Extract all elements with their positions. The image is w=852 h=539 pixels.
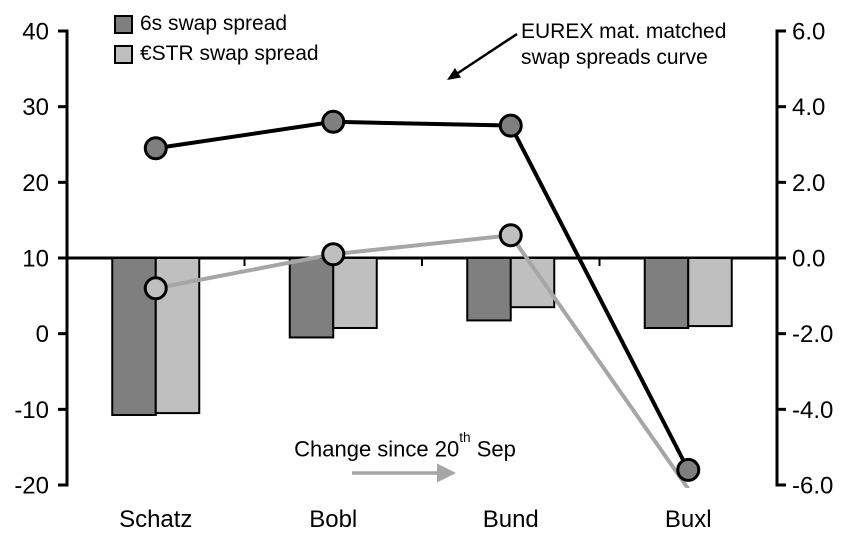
bar-str-swap-spread-change-buxl <box>687 257 733 328</box>
change-annotation-suffix: Sep <box>470 436 516 462</box>
annotation-arrows-layer <box>352 32 518 483</box>
right-axis-tick-label: 2.0 <box>792 170 825 197</box>
category-label-bund: Bund <box>483 506 539 533</box>
marker-str-swap-spread-curve-bund <box>498 223 523 248</box>
right-axis-tick-label: 0.0 <box>792 246 825 273</box>
right-axis-tick-label: -2.0 <box>792 321 833 348</box>
curve-annotation-line1: EUREX mat. matched <box>521 20 727 43</box>
legend-item-6s-swap-spread: 6s swap spread <box>114 13 319 35</box>
line-6s-swap-spread-curve <box>155 119 691 471</box>
legend-label-6s: 6s swap spread <box>140 12 288 35</box>
change-annotation: Change since 20th Sep <box>285 430 525 462</box>
bar-str-swap-spread-change-bobl <box>332 257 378 329</box>
category-label-schatz: Schatz <box>119 506 192 533</box>
category-label-bobl: Bobl <box>309 506 357 533</box>
right-axis-tick-label: 4.0 <box>792 94 825 121</box>
left-axis-tick-label: 10 <box>22 246 49 273</box>
right-axis-tick-label: -4.0 <box>792 397 833 424</box>
legend-label-estr: €STR swap spread <box>140 42 319 65</box>
left-axis-tick-label: 20 <box>22 170 49 197</box>
legend-swatch-6s-icon <box>114 14 133 34</box>
marker-str-swap-spread-curve-bobl <box>321 242 346 267</box>
category-label-buxl: Buxl <box>665 506 712 533</box>
marker-6s-swap-spread-curve-bund <box>498 113 523 138</box>
curve-annotation-line2: swap spreads curve <box>521 46 708 69</box>
left-axis-tick-label: -10 <box>14 397 49 424</box>
change-annotation-arrowhead-icon <box>437 463 456 483</box>
marker-6s-swap-spread-curve-buxl <box>676 457 701 482</box>
legend: 6s swap spread €STR swap spread <box>114 13 319 65</box>
marker-6s-swap-spread-curve-bobl <box>321 109 346 134</box>
line-str-swap-spread-curve <box>155 233 690 488</box>
curve-annotation: EUREX mat. matched swap spreads curve <box>521 19 726 71</box>
marker-6s-swap-spread-curve-schatz <box>143 136 168 161</box>
curve-annotation-arrow <box>457 32 518 75</box>
legend-swatch-estr-icon <box>114 44 133 64</box>
left-axis-tick-label: -20 <box>14 473 49 500</box>
bar-6s-swap-spread-change-buxl <box>643 257 690 329</box>
bars-layer <box>111 257 733 417</box>
right-axis-tick-label: -6.0 <box>792 473 833 500</box>
bar-6s-swap-spread-change-bobl <box>288 257 335 339</box>
change-annotation-text: Change since 20 <box>294 436 460 462</box>
right-axis-tick-label: 6.0 <box>792 19 825 46</box>
change-annotation-superscript: th <box>459 429 471 445</box>
lines-layer <box>143 109 701 488</box>
bar-str-swap-spread-change-bund <box>509 257 556 309</box>
left-axis-tick-label: 30 <box>22 94 49 121</box>
left-axis-tick-label: 0 <box>36 321 49 348</box>
bar-6s-swap-spread-change-bund <box>466 257 512 322</box>
marker-str-swap-spread-curve-schatz <box>143 276 168 301</box>
legend-item-estr-swap-spread: €STR swap spread <box>114 43 319 65</box>
left-axis-tick-label: 40 <box>22 19 49 46</box>
curve-annotation-arrowhead-icon <box>447 68 461 80</box>
